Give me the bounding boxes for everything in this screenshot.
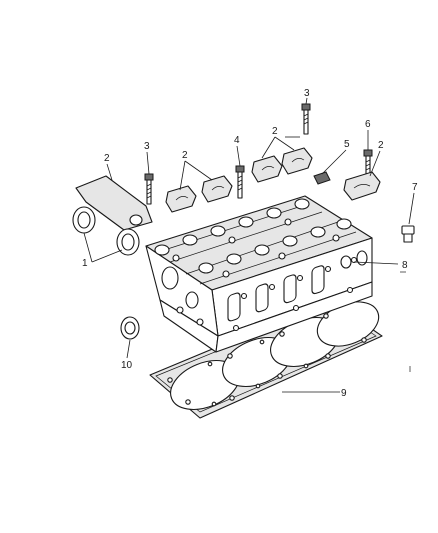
- camshaft-seal-upper: [72, 206, 96, 234]
- bearing-cap-b: [201, 175, 233, 203]
- seal-10: [120, 316, 140, 340]
- callout-10: 10: [121, 360, 133, 371]
- callout-6: 6: [365, 119, 371, 130]
- callout-labels: 1 2 3 2 4 2 3 5 6 2 7 8 9 10: [82, 88, 418, 399]
- head-gasket: [149, 299, 383, 419]
- cylinder-head: [145, 195, 373, 353]
- callout-7: 7: [412, 182, 418, 193]
- bolt-3-top: [301, 103, 311, 135]
- callout-8: 8: [402, 260, 408, 271]
- callout-1: 1: [82, 258, 88, 269]
- leader-lines: [83, 97, 415, 393]
- callout-3-top: 3: [304, 88, 310, 99]
- callout-9: 9: [341, 388, 347, 399]
- bolt-3-left: [144, 173, 154, 205]
- callout-5: 5: [344, 139, 350, 150]
- bolt-4: [235, 165, 245, 199]
- plug-8: [340, 255, 352, 269]
- bearing-cap-c: [251, 155, 283, 183]
- fitting-7: [401, 225, 415, 243]
- cam-cap-left: [75, 175, 153, 231]
- callout-2-upper: 2: [272, 126, 278, 137]
- bearing-cap-d: [281, 147, 313, 175]
- callout-2-left: 2: [104, 153, 110, 164]
- part-5: [313, 171, 331, 185]
- callout-4: 4: [234, 135, 240, 146]
- callout-3-left: 3: [144, 141, 150, 152]
- callout-2-mid: 2: [182, 150, 188, 161]
- callout-2-right: 2: [378, 140, 384, 151]
- camshaft-seal-lower: [116, 228, 140, 256]
- bearing-cap-a: [165, 185, 197, 213]
- bearing-cap-e: [343, 171, 381, 201]
